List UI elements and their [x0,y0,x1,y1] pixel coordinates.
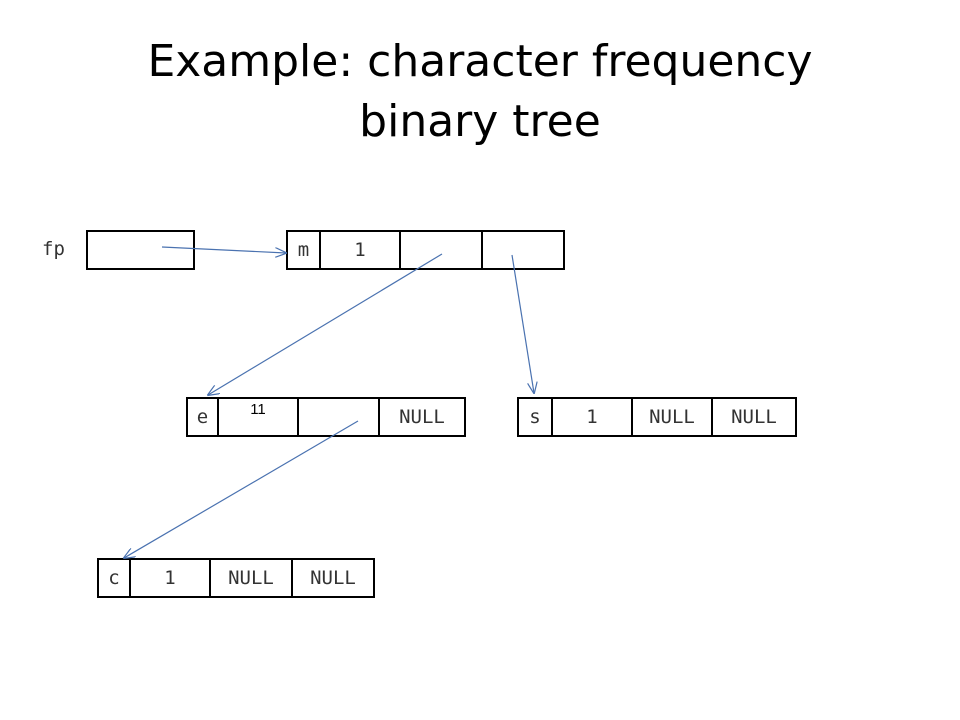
arrow-m-left-to-e [208,253,443,395]
node-s-right: NULL [731,406,777,428]
slide-title: Example: character frequency binary tree [0,32,960,152]
node-m-right [483,232,563,268]
arrow-e-left-to-c [124,420,359,558]
node-e-count: 11 [219,399,299,435]
title-line-1: Example: character frequency [147,36,813,87]
title-line-2: binary tree [359,96,601,147]
node-c-left: NULL [211,560,293,596]
node-c-right: NULL [310,567,356,589]
arrow-m-right-to-s [511,254,534,393]
node-c: c 1 NULL NULL [97,558,375,598]
node-m: m 1 [286,230,565,270]
node-m-left [401,232,483,268]
pointer-var-label: fp [42,238,65,260]
node-s-char: s [519,399,553,435]
node-s-left: NULL [633,399,713,435]
node-m-count: 1 [321,232,401,268]
node-e-left [299,399,380,435]
node-c-count: 1 [131,560,211,596]
node-e-char: e [188,399,219,435]
node-m-char: m [288,232,321,268]
node-c-char: c [99,560,131,596]
node-s-count: 1 [553,399,633,435]
pointer-var-box [86,230,195,270]
node-s: s 1 NULL NULL [517,397,797,437]
node-e: e 11 NULL [186,397,466,437]
node-e-right: NULL [399,406,445,428]
